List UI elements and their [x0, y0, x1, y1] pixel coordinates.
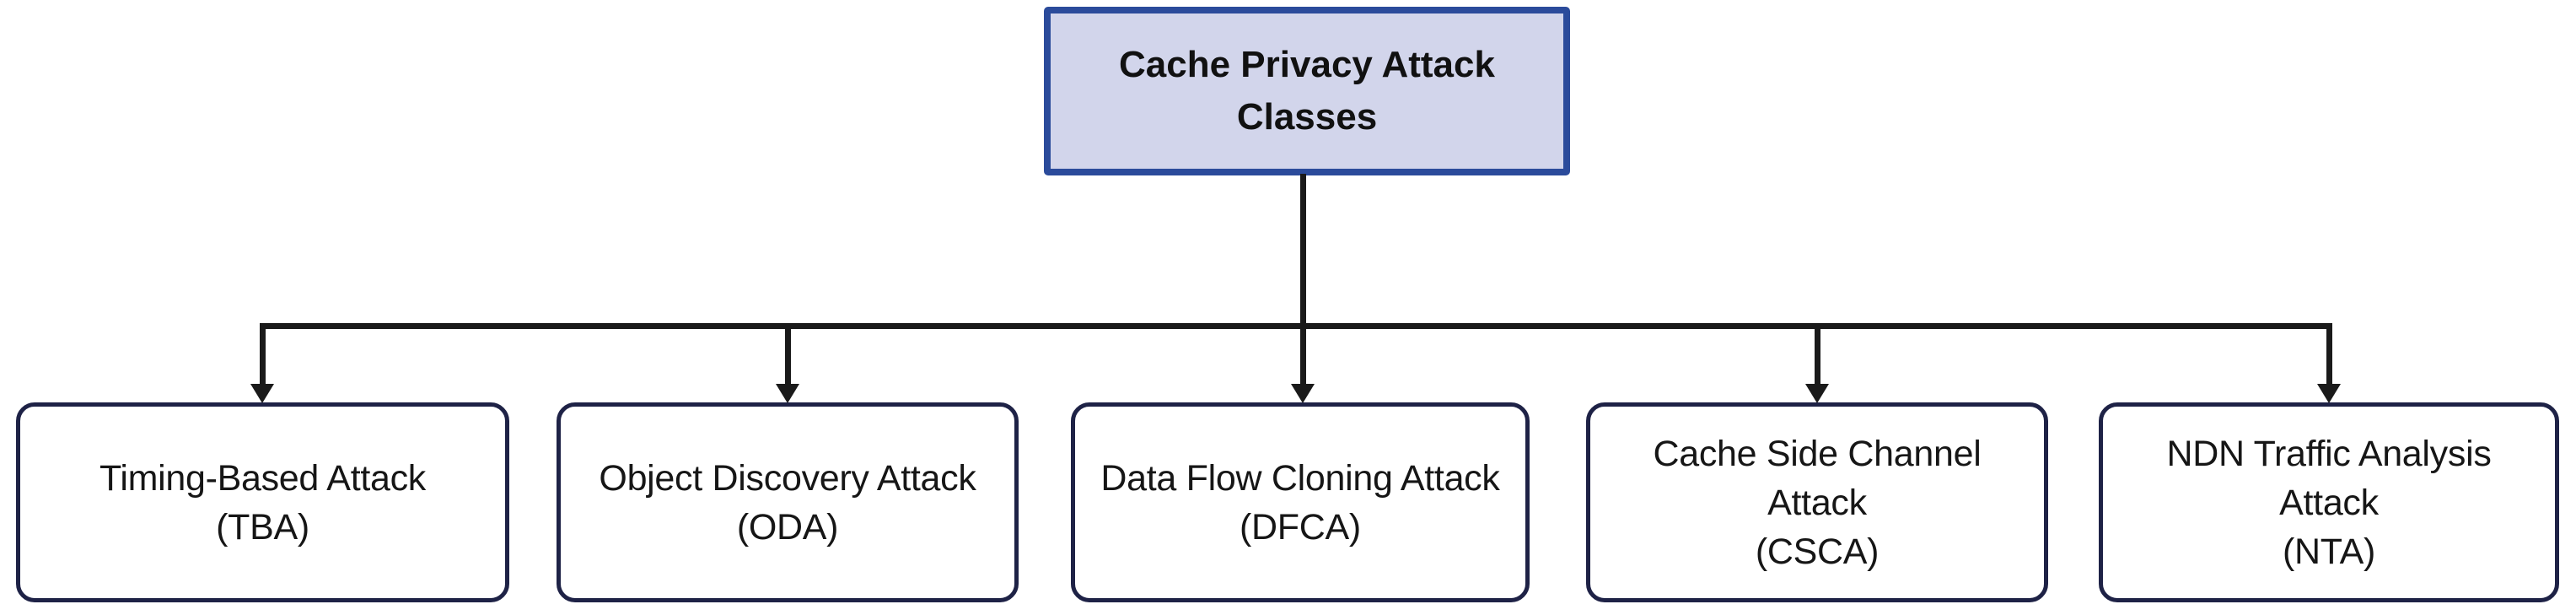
node-tba-label: Timing-Based Attack (TBA) — [99, 457, 427, 548]
node-timing-based-attack: Timing-Based Attack (TBA) — [16, 402, 509, 602]
connector-horizontal-bar — [260, 323, 2332, 329]
arrowhead-down-icon — [2317, 384, 2341, 403]
arrowhead-down-icon — [776, 384, 799, 403]
node-oda-label: Object Discovery Attack (ODA) — [599, 457, 976, 548]
connector-drop-csca — [1815, 323, 1820, 387]
node-ndn-traffic-analysis-attack: NDN Traffic Analysis Attack (NTA) — [2099, 402, 2559, 602]
arrowhead-down-icon — [1805, 384, 1829, 403]
connector-drop-nta — [2326, 323, 2332, 387]
node-object-discovery-attack: Object Discovery Attack (ODA) — [557, 402, 1019, 602]
node-cache-side-channel-attack: Cache Side Channel Attack (CSCA) — [1586, 402, 2048, 602]
node-data-flow-cloning-attack: Data Flow Cloning Attack (DFCA) — [1071, 402, 1530, 602]
node-nta-label: NDN Traffic Analysis Attack (NTA) — [2166, 433, 2492, 572]
connector-root-stem — [1300, 174, 1306, 387]
node-dfca-label: Data Flow Cloning Attack (DFCA) — [1100, 457, 1500, 548]
node-csca-label: Cache Side Channel Attack (CSCA) — [1653, 433, 1982, 572]
node-root-label: Cache Privacy Attack Classes — [1119, 44, 1495, 138]
connector-drop-tba — [260, 323, 266, 387]
arrowhead-down-icon — [250, 384, 274, 403]
node-cache-privacy-attack-classes: Cache Privacy Attack Classes — [1044, 7, 1570, 175]
connector-drop-oda — [785, 323, 791, 387]
arrowhead-down-icon — [1291, 384, 1315, 403]
